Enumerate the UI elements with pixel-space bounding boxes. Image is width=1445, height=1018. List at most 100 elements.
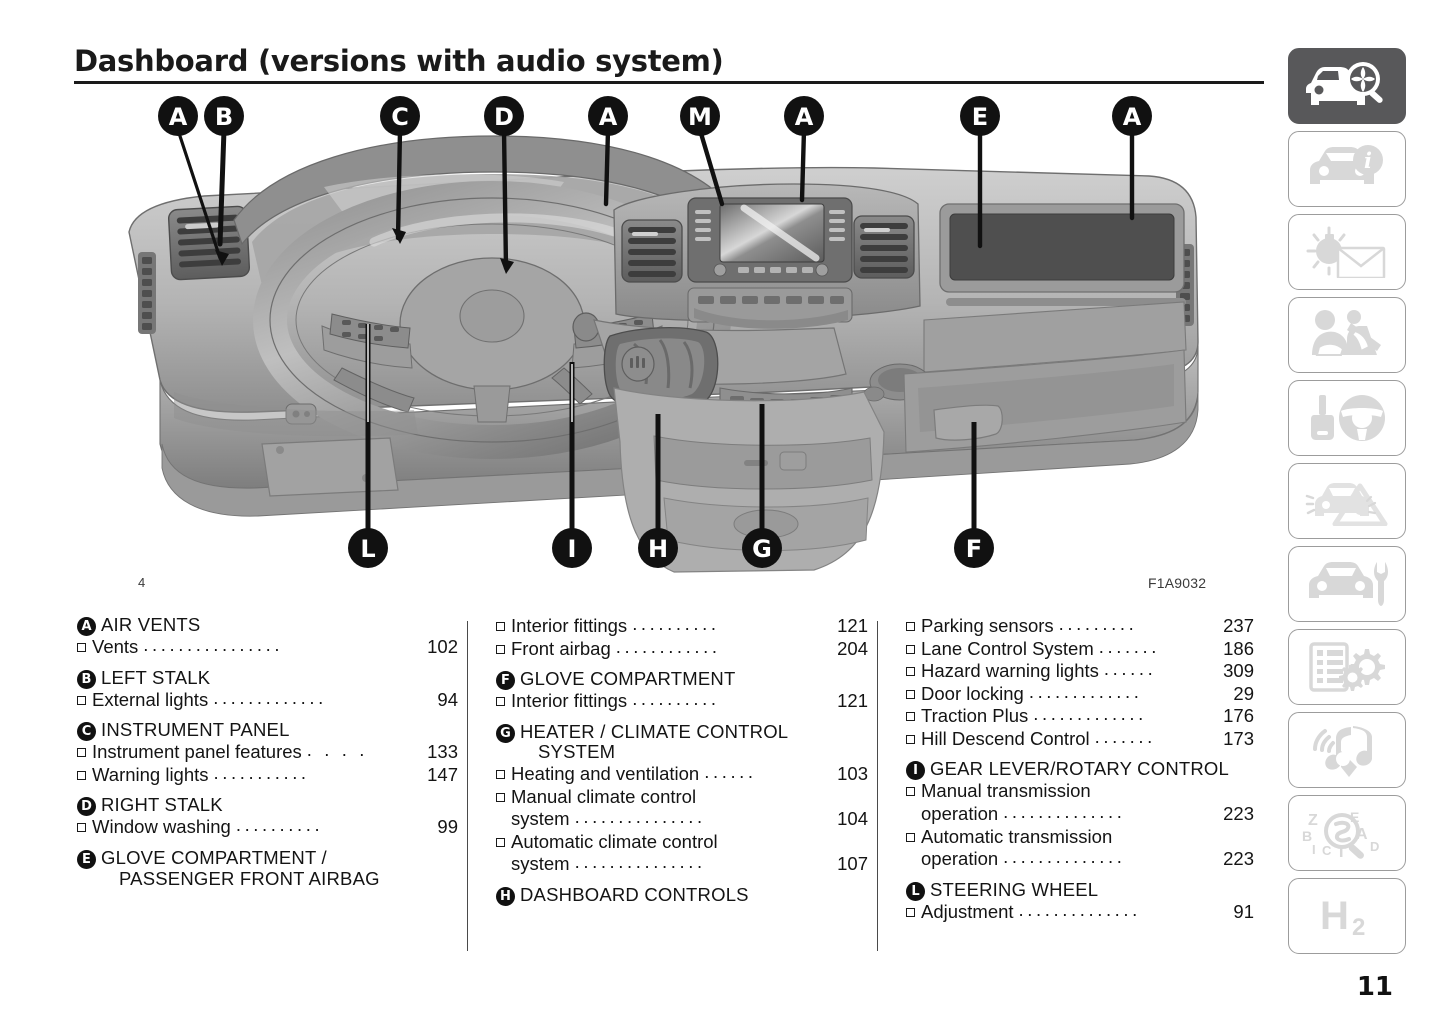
dot-leader: .......... <box>632 613 720 634</box>
legend-entry[interactable]: Heating and ventilation ...... 103 <box>496 761 868 786</box>
legend-group-title: GLOVE COMPARTMENT / PASSENGER FRONT AIRB… <box>101 847 380 889</box>
bullet-square-icon <box>906 667 915 677</box>
tab-in-an-emergency[interactable] <box>1288 463 1406 539</box>
dot-leader: ............... <box>574 851 706 873</box>
svg-text:F: F <box>966 535 982 563</box>
gear-lever <box>603 326 719 412</box>
legend-group-c: C INSTRUMENT PANEL Instrument panel feat… <box>77 719 458 787</box>
legend-entry[interactable]: Vents ................ 102 <box>77 634 458 659</box>
svg-text:E: E <box>1350 809 1359 825</box>
legend-entry[interactable]: Front airbag ............ 204 <box>496 636 868 661</box>
glove-compartment-handle <box>933 404 1003 441</box>
tab-safety[interactable] <box>1288 214 1406 290</box>
center-console <box>613 183 921 329</box>
legend-entry-label: Lane Control System <box>921 637 1094 659</box>
legend-entry-label: Heating and ventilation <box>511 763 700 785</box>
legend-group-header: D RIGHT STALK <box>77 794 458 817</box>
legend-entry-page: 176 <box>1223 705 1254 727</box>
legend-entry-page: 147 <box>427 763 458 785</box>
section-tabs-sidebar: i <box>1288 48 1406 961</box>
legend-entry[interactable]: Warning lights ........... 147 <box>77 762 458 787</box>
dot-leader: .............. <box>1003 846 1126 868</box>
alphabetical-index-icon: Z B I C T E A D <box>1302 809 1379 859</box>
legend-group-header: I GEAR LEVER/ROTARY CONTROL <box>906 758 1254 781</box>
dot-leader: ............... <box>574 806 706 828</box>
legend-group-title: DASHBOARD CONTROLS <box>520 883 749 905</box>
svg-text:D: D <box>494 103 514 131</box>
center-tunnel <box>593 319 931 573</box>
legend-entry[interactable]: Window washing .......... 99 <box>77 814 458 839</box>
bullet-square-icon <box>496 622 505 631</box>
bullet-square-icon <box>496 837 505 847</box>
tab-multimedia[interactable] <box>1288 712 1406 788</box>
svg-text:I: I <box>568 535 577 563</box>
legend-group-header: G HEATER / CLIMATE CONTROL SYSTEM <box>496 721 868 763</box>
sun-envelope-icon <box>1306 226 1386 278</box>
legend-entry[interactable]: Parking sensors ......... 237 <box>906 613 1254 638</box>
legend-entry[interactable]: Traction Plus ............. 176 <box>906 703 1254 728</box>
legend-entry-label: Automatic climate control <box>511 830 718 852</box>
bullet-square-icon <box>496 770 505 780</box>
tab-technical-specifications[interactable] <box>1288 629 1406 705</box>
legend-group-title: INSTRUMENT PANEL <box>101 719 290 741</box>
legend-entry[interactable]: Instrument panel features . . . . 133 <box>77 739 458 764</box>
legend-group-a: A AIR VENTS Vents ................ 102 <box>77 614 458 659</box>
svg-text:A: A <box>795 103 814 131</box>
badge-f: F <box>496 671 515 691</box>
svg-text:B: B <box>1302 828 1312 844</box>
legend-entry-page: 223 <box>1223 802 1254 824</box>
svg-text:G: G <box>752 535 772 563</box>
legend-entry[interactable]: Automatic climate control system .......… <box>496 831 868 876</box>
figure-index: 4 <box>138 575 146 590</box>
legend-entry[interactable]: Manual climate control system ..........… <box>496 786 868 831</box>
legend-entry[interactable]: Adjustment .............. 91 <box>906 899 1254 924</box>
legend-entry[interactable]: Interior fittings .......... 121 <box>496 688 868 713</box>
tab-emergency-start[interactable] <box>1288 380 1406 456</box>
side-vent-left <box>138 252 156 334</box>
legend-entry[interactable]: External lights ............. 94 <box>77 687 458 712</box>
legend-entry-page: 94 <box>437 688 458 710</box>
legend-group-title: GEAR LEVER/ROTARY CONTROL <box>930 758 1230 780</box>
dashboard-illustration: A B C D A M A E A L I H G F <box>74 92 1264 592</box>
tab-alphabetical-index[interactable]: Z B I C T E A D <box>1288 795 1406 871</box>
tab-maintenance-and-care[interactable] <box>1288 546 1406 622</box>
tab-starting-and-driving[interactable] <box>1288 297 1406 373</box>
tab-knowing-the-dashboard[interactable]: i <box>1288 131 1406 207</box>
legend-entry[interactable]: Door locking ............. 29 <box>906 681 1254 706</box>
legend-entry-page: 91 <box>1233 900 1254 922</box>
bullet-square-icon <box>906 644 915 654</box>
legend-entry[interactable]: Automatic transmission operation .......… <box>906 826 1254 871</box>
badge-l: L <box>906 881 925 901</box>
legend-entry[interactable]: Interior fittings .......... 121 <box>496 613 868 638</box>
svg-text:A: A <box>599 103 618 131</box>
svg-text:H: H <box>648 535 668 563</box>
dot-leader: ................ <box>143 634 284 655</box>
legend-entry-page: 173 <box>1223 727 1254 749</box>
legend-entry[interactable]: Hill Descend Control ....... 173 <box>906 726 1254 751</box>
bullet-square-icon <box>906 907 915 917</box>
legend-entry-label: Traction Plus <box>921 705 1029 727</box>
legend-group-i: I GEAR LEVER/ROTARY CONTROL Manual trans… <box>906 759 1254 870</box>
car-with-magnifier-icon <box>1306 62 1383 105</box>
legend-entry-label: Front airbag <box>511 637 611 659</box>
svg-text:C: C <box>1322 843 1332 858</box>
legend-entry-page: 223 <box>1223 848 1254 870</box>
legend-entry[interactable]: Manual transmission operation ..........… <box>906 780 1254 825</box>
legend-group-title: RIGHT STALK <box>101 794 223 816</box>
dot-leader: .......... <box>632 688 720 710</box>
dot-leader: .............. <box>1003 800 1126 822</box>
key-steering-wheel-icon <box>1311 395 1385 441</box>
bullet-square-icon <box>77 770 86 780</box>
legend-entry[interactable]: Lane Control System ....... 186 <box>906 636 1254 661</box>
legend-group-h: H DASHBOARD CONTROLS <box>496 883 868 906</box>
title-block: Dashboard (versions with audio system) <box>74 44 1264 84</box>
legend-group-b: B LEFT STALK External lights ...........… <box>77 667 458 712</box>
tab-hydrogen[interactable]: H 2 <box>1288 878 1406 954</box>
legend-entry[interactable]: Hazard warning lights ...... 309 <box>906 658 1254 683</box>
tab-getting-to-know-the-vehicle[interactable] <box>1288 48 1406 124</box>
svg-text:H: H <box>1320 894 1349 938</box>
h2-icon: H 2 <box>1320 894 1365 939</box>
legend-entry-label: External lights <box>92 688 209 710</box>
svg-text:D: D <box>1370 839 1379 854</box>
